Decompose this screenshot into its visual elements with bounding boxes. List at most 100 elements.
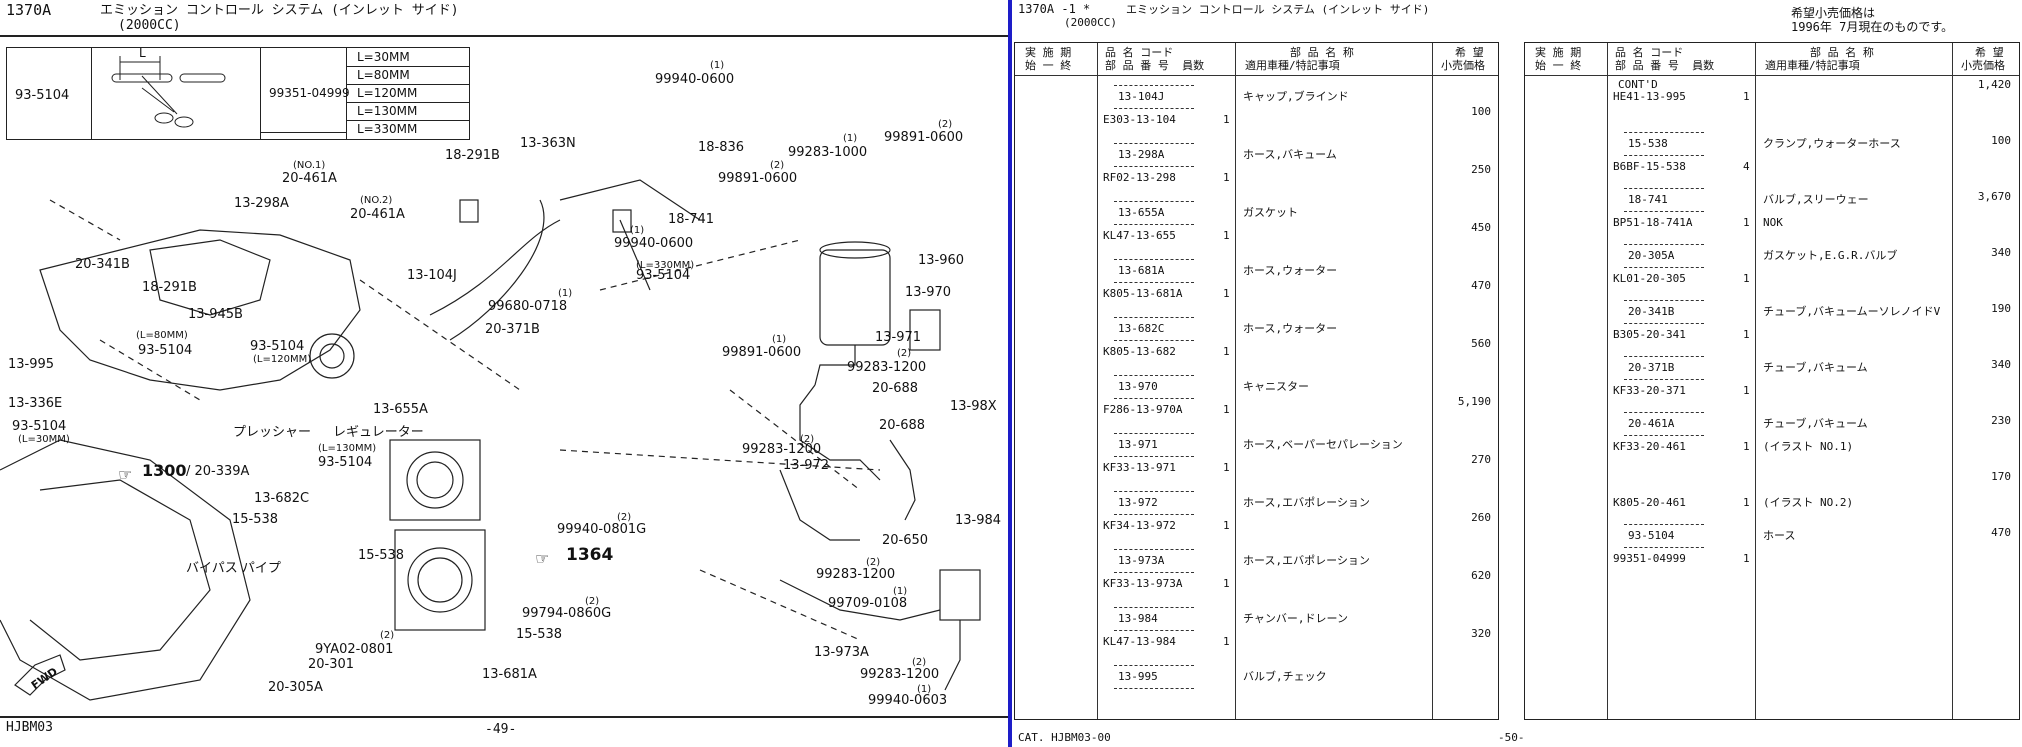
part-name: バルブ,チェック — [1243, 670, 1327, 683]
hose-cutting-illustration — [111, 56, 226, 128]
part-number: 99351-04999 — [1613, 552, 1686, 565]
part-number: KF34-13-972 — [1103, 519, 1176, 532]
callout-c32: (L=30MM) — [18, 434, 70, 445]
part-name: ガスケット,E.G.R.バルブ — [1763, 249, 1898, 262]
callout-c62: 99891-0600 — [722, 345, 802, 360]
callout-c78: 13-973A — [814, 645, 869, 660]
part-remark: (イラスト NO.2) — [1763, 496, 1854, 509]
callout-c52: 20-301 — [308, 657, 355, 672]
callout-c37: 93-5104 — [318, 455, 373, 470]
part-name: バルブ,スリーウェー — [1763, 193, 1869, 206]
part-code: CONT'D — [1618, 78, 1658, 91]
part-code-box — [1114, 317, 1194, 341]
part-qty: 1 — [1743, 496, 1750, 509]
part-number: K805-13-681A — [1103, 287, 1183, 300]
part-number: KL01-20-305 — [1613, 272, 1686, 285]
part-code-box — [1114, 433, 1194, 457]
part-price: 230 — [1991, 414, 2011, 427]
callout-c25: (L=80MM) — [136, 330, 188, 341]
part-code: 13-972 — [1118, 496, 1158, 509]
part-name: クランプ,ウォーターホース — [1763, 137, 1901, 150]
part-name: キャップ,ブラインド — [1243, 90, 1349, 103]
part-code: 20-341B — [1628, 305, 1675, 318]
callout-c42: 15-538 — [358, 548, 405, 563]
col-period-sub: 始 一 終 — [1535, 59, 1582, 72]
callout-c49: 15-538 — [516, 627, 563, 642]
part-code-box — [1624, 300, 1704, 324]
callout-c76: 99709-0108 — [828, 596, 908, 611]
callout-c40: 13-682C — [254, 491, 310, 506]
part-name: ホース,バキューム — [1243, 148, 1337, 161]
callout-c77: (1) — [893, 586, 908, 597]
part-number: HE41-13-995 — [1613, 90, 1686, 103]
callout-c3: 13-363N — [520, 136, 576, 151]
col-price-sub: 小売価格 — [1961, 59, 2005, 72]
callout-c20: 18-291B — [142, 280, 197, 295]
part-name: キャニスター — [1243, 380, 1309, 393]
ref-arrow-icon: ☞ — [118, 465, 133, 484]
parts-table-right: 実 施 期 始 一 終 品 名 コード 部 品 番 号 員数 部 品 名 称 適… — [1524, 42, 2020, 720]
callout-c23: (1) — [558, 288, 573, 299]
part-number: B6BF-15-538 — [1613, 160, 1686, 173]
part-price: 320 — [1471, 627, 1491, 640]
part-price: 100 — [1471, 105, 1491, 118]
part-code-box — [1114, 201, 1194, 225]
callout-c74: 99283-1200 — [816, 567, 896, 582]
part-code-box — [1114, 143, 1194, 167]
part-price: 190 — [1991, 302, 2011, 315]
part-price: 340 — [1991, 358, 2011, 371]
part-price: 470 — [1991, 526, 2011, 539]
col-part-sub: 部 品 番 号 員数 — [1105, 59, 1205, 72]
part-code-box — [1624, 188, 1704, 212]
callout-c79: 99283-1200 — [860, 667, 940, 682]
part-price: 170 — [1991, 470, 2011, 483]
callout-c70: (2) — [800, 434, 815, 445]
part-price: 450 — [1471, 221, 1491, 234]
callout-c54: 13-681A — [482, 667, 537, 682]
part-price: 470 — [1471, 279, 1491, 292]
footer-code: CAT. HJBM03-00 — [1018, 731, 1111, 744]
part-code: 13-973A — [1118, 554, 1165, 567]
col-period: 実 施 期 — [1535, 46, 1582, 59]
part-qty: 1 — [1223, 577, 1230, 590]
callout-c29: (L=120MM) — [253, 354, 312, 365]
part-qty: 1 — [1743, 272, 1750, 285]
part-qty: 1 — [1743, 384, 1750, 397]
page-title: エミッション コントロール システム (インレット サイド) — [100, 3, 459, 18]
page-subtitle: (2000CC) — [118, 18, 181, 33]
part-code: 20-461A — [1628, 417, 1675, 430]
part-number: K805-13-682 — [1103, 345, 1176, 358]
hose-ref: 93-5104 — [15, 88, 70, 103]
part-code: 13-995 — [1118, 670, 1158, 683]
part-qty: 1 — [1223, 229, 1230, 242]
callout-c26: 93-5104 — [138, 343, 193, 358]
callout-c33: 13-655A — [373, 402, 428, 417]
col-name-sub: 適用車種/特記事項 — [1765, 59, 1860, 72]
part-code: 93-5104 — [1628, 529, 1675, 542]
callout-c75: (2) — [866, 557, 881, 568]
part-code-box — [1114, 85, 1194, 109]
part-code: 13-655A — [1118, 206, 1165, 219]
callout-c50: 9YA02-0801 — [315, 642, 394, 657]
part-name: ホース,エバポレーション — [1243, 496, 1370, 509]
callout-c19: 93-5104 — [636, 268, 691, 283]
part-code-box — [1114, 607, 1194, 631]
part-name: チューブ,バキューム — [1763, 361, 1868, 374]
part-qty: 1 — [1223, 113, 1230, 126]
part-code: 15-538 — [1628, 137, 1668, 150]
hose-length-2: L=80MM — [357, 68, 410, 82]
callout-c13: 18-741 — [668, 212, 715, 227]
callout-c65: (2) — [897, 348, 912, 359]
callout-c31: 93-5104 — [12, 419, 67, 434]
part-number: K805-20-461 — [1613, 496, 1686, 509]
callout-c64: 99283-1200 — [847, 360, 927, 375]
callout-c10: 13-298A — [234, 196, 289, 211]
illustration-page: 1370A エミッション コントロール システム (インレット サイド) (20… — [0, 0, 1010, 747]
footer-code: HJBM03 — [6, 720, 53, 735]
col-price-sub: 小売価格 — [1441, 59, 1485, 72]
part-code-box — [1624, 524, 1704, 548]
part-code: 13-971 — [1118, 438, 1158, 451]
page-subtitle: (2000CC) — [1064, 16, 1117, 29]
part-name: チューブ,バキューム — [1763, 417, 1868, 430]
part-code: 20-371B — [1628, 361, 1675, 374]
